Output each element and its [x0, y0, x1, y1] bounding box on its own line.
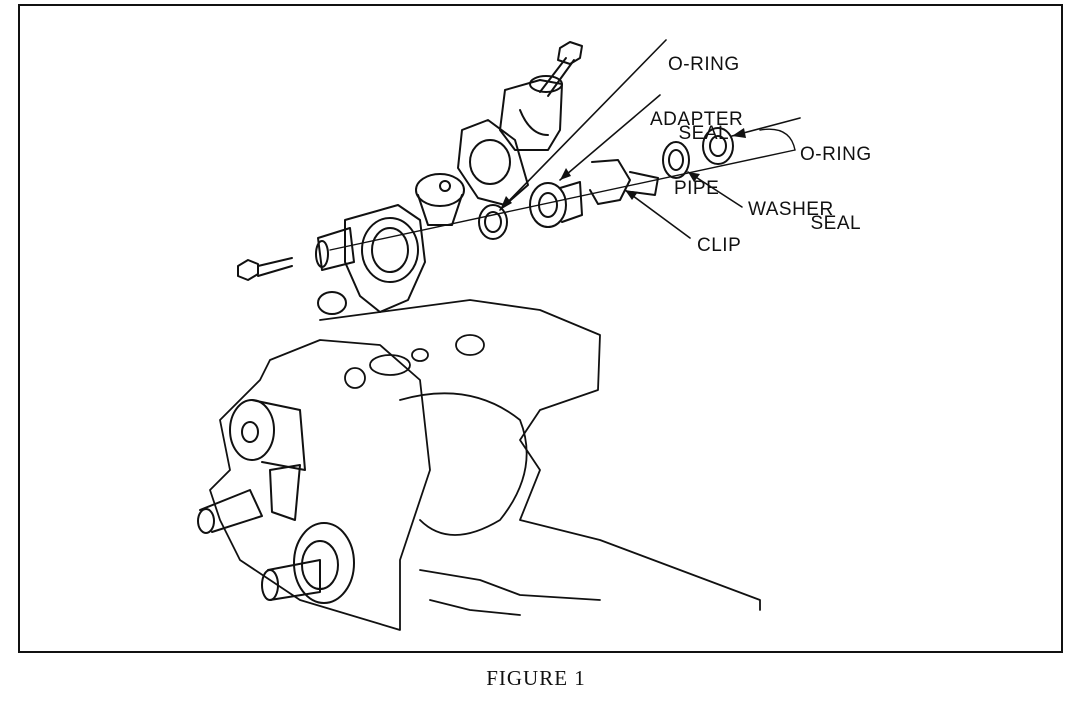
housing-o-ring [317, 291, 347, 315]
o-ring-seal-inner [478, 204, 508, 240]
outlet-gasket [457, 119, 529, 206]
engine-block [209, 299, 761, 631]
thermostat [415, 173, 465, 226]
leader-arrowheads [500, 128, 746, 210]
label-washer: WASHER [748, 199, 834, 220]
label-line: O-RING [800, 144, 872, 165]
label-o-ring-seal-top: O-RING SEAL [668, 7, 740, 168]
top-bolt [539, 41, 583, 97]
bypass-pipe [197, 464, 301, 534]
adapter-pipe-part [529, 181, 583, 228]
assembly-axis-line [329, 128, 796, 251]
label-clip: CLIP [697, 235, 742, 256]
washer-part [662, 141, 690, 179]
housing-bolt [237, 257, 293, 281]
water-outlet [499, 75, 563, 151]
label-line: ADAPTER [650, 109, 744, 130]
label-line: SEAL [678, 123, 730, 144]
label-o-ring-seal-right: O-RING SEAL [800, 97, 872, 258]
thermostat-housing [315, 204, 426, 313]
o-ring-seal-outer [702, 127, 734, 165]
label-line: SEAL [810, 213, 862, 234]
crankshaft [261, 522, 355, 604]
figure-caption: FIGURE 1 [486, 666, 586, 690]
water-pump-pulley [229, 399, 306, 471]
label-line: O-RING [668, 54, 740, 75]
label-line: PIPE [673, 178, 720, 199]
leader-lines [499, 39, 801, 239]
label-adapter-pipe: ADAPTER PIPE [650, 62, 743, 223]
figure-frame [18, 4, 1063, 653]
